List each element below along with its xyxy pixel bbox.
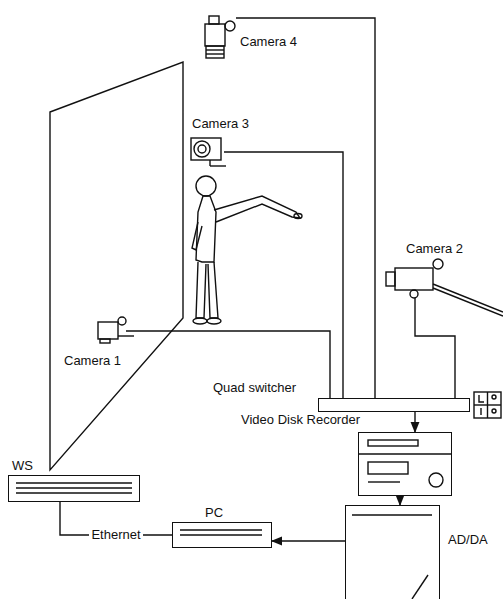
- device-label: Video Disk Recorder: [241, 412, 360, 427]
- device-label: AD/DA: [448, 532, 488, 547]
- device-box: PC: [172, 522, 272, 548]
- connector: [272, 540, 345, 541]
- connector: [126, 331, 330, 398]
- device-label: Camera 1: [64, 353, 121, 368]
- person-figure: [192, 176, 302, 324]
- device-label: Camera 4: [240, 34, 297, 49]
- recorder-details: [358, 440, 452, 487]
- workstation-details: [16, 483, 132, 493]
- camera-icon: [191, 138, 226, 166]
- connector: [399, 496, 400, 505]
- camera-icon: [98, 317, 134, 343]
- device-label: Quad switcher: [213, 380, 296, 395]
- camera-node: Camera 3: [190, 136, 224, 168]
- camera-node: Camera 4: [200, 12, 236, 60]
- camera-node: Camera 2: [384, 260, 446, 298]
- device-label: PC: [205, 505, 223, 520]
- connector: [415, 298, 455, 398]
- device-box: AD/DA: [345, 505, 440, 599]
- converter-details: [352, 515, 432, 599]
- camera-icon: [205, 16, 235, 58]
- device-label: Camera 3: [192, 116, 249, 131]
- camera-icon: [386, 259, 503, 316]
- connector: [236, 18, 375, 398]
- quad-view-icon: [474, 392, 501, 418]
- connector: [224, 152, 343, 398]
- device-box: Video Disk Recorder: [358, 432, 452, 496]
- screen: [50, 62, 183, 470]
- device-label: Camera 2: [406, 241, 463, 256]
- device-box: Quad switcher: [318, 398, 470, 412]
- camera-node: Camera 1: [96, 317, 126, 345]
- pc-details: [180, 530, 262, 535]
- edge-label: Ethernet: [89, 527, 142, 542]
- device-box: WS: [8, 475, 140, 502]
- device-label: WS: [12, 458, 33, 473]
- connector: [414, 412, 415, 432]
